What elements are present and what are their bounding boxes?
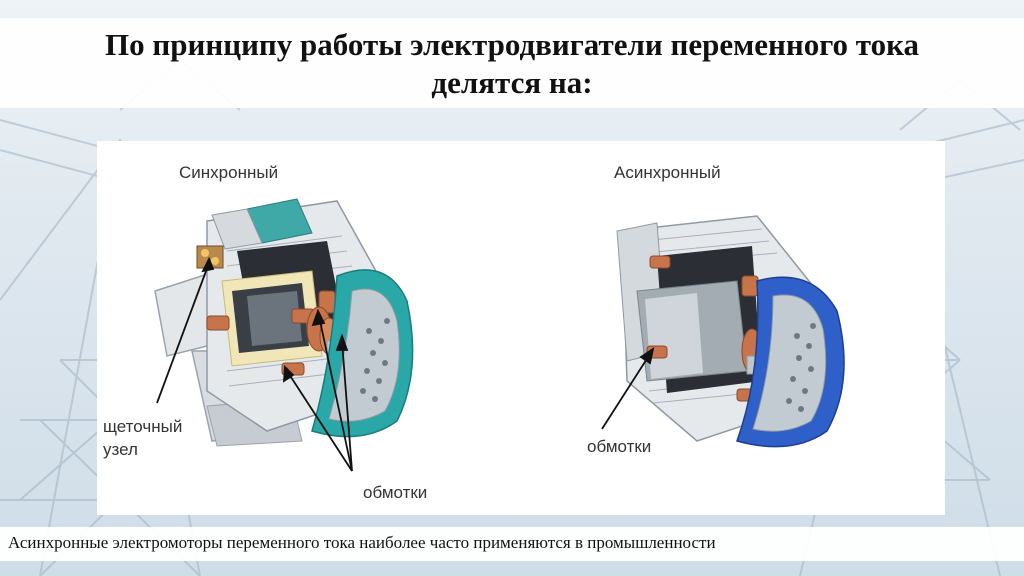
motors-figure: Синхронный Асинхронный щеточный узел обм… bbox=[97, 141, 945, 515]
slide-title: По принципу работы электродвигатели пере… bbox=[0, 26, 1024, 102]
slide-caption: Асинхронные электромоторы переменного то… bbox=[8, 533, 716, 552]
label-synchronous: Синхронный bbox=[179, 163, 279, 182]
motors-illustration bbox=[154, 198, 845, 472]
caption-band bbox=[0, 527, 1024, 561]
label-windings-synchronous: обмотки bbox=[363, 483, 428, 502]
label-brush-assembly-line-1: щеточный bbox=[103, 417, 183, 436]
asynchronous-motor-drawing bbox=[601, 215, 845, 448]
label-windings-asynchronous: обмотки bbox=[587, 437, 652, 456]
synchronous-motor-drawing bbox=[154, 198, 414, 472]
slide-title-line-2: делятся на: bbox=[431, 65, 593, 100]
label-brush-assembly-line-2: узел bbox=[103, 440, 138, 459]
label-asynchronous: Асинхронный bbox=[614, 163, 721, 182]
title-band bbox=[0, 18, 1024, 108]
slide-title-line-1: По принципу работы электродвигатели пере… bbox=[105, 27, 919, 62]
